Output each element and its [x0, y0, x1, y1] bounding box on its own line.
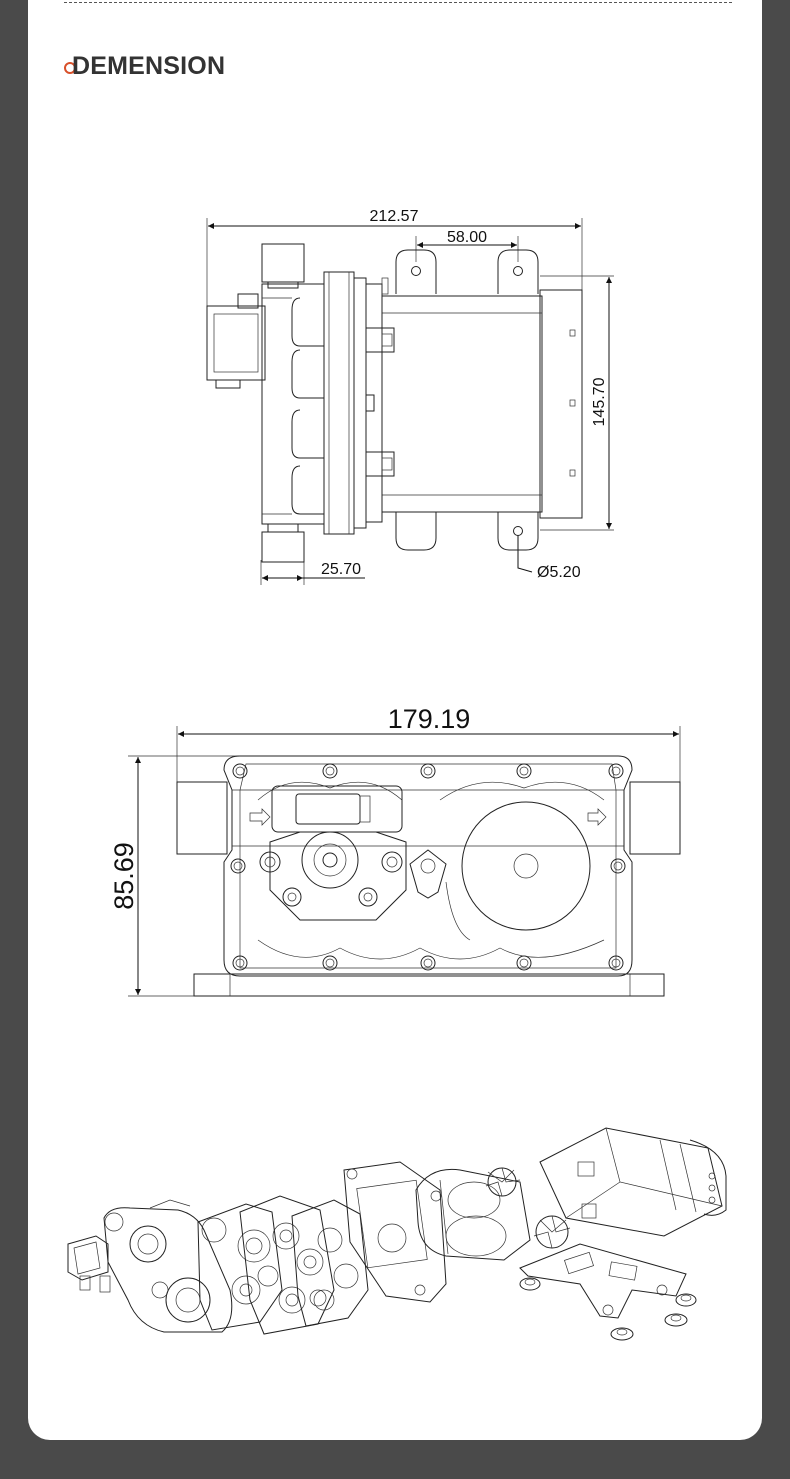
label-port-width: 25.70	[321, 561, 361, 578]
front-view-drawing	[128, 726, 681, 997]
content-card	[28, 0, 762, 1440]
exploded-view-illustration	[67, 1127, 727, 1341]
title-circle-icon	[64, 62, 76, 74]
label-bracket-spacing: 58.00	[447, 229, 487, 246]
section-title: DEMENSION	[72, 52, 226, 80]
label-height: 145.70	[591, 377, 608, 426]
label-front-width: 179.19	[388, 704, 471, 734]
label-hole-diameter: Ø5.20	[537, 564, 581, 581]
dashed-divider	[64, 2, 732, 3]
label-front-height: 85.69	[109, 842, 139, 910]
label-overall-width: 212.57	[370, 208, 419, 225]
top-view-drawing	[206, 218, 614, 585]
